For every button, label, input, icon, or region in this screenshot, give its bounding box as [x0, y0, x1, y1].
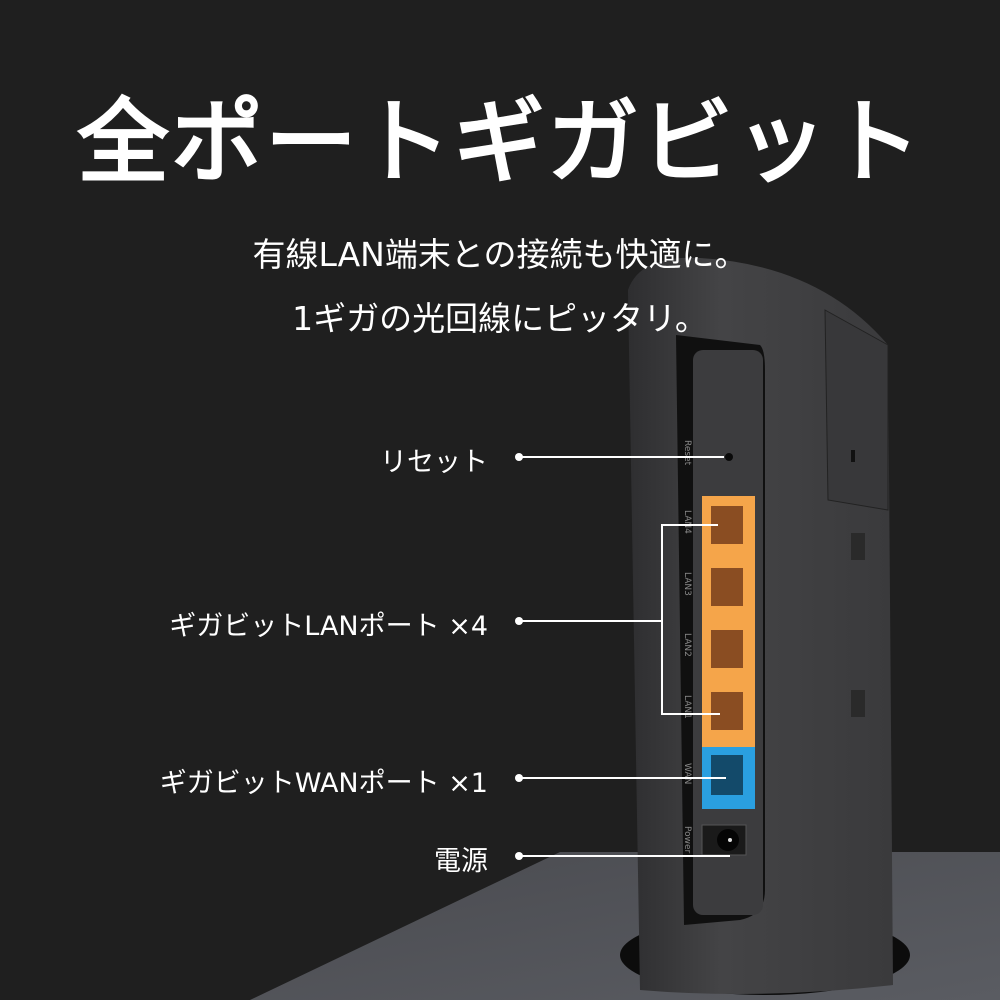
device-label-lan1: LAN1: [682, 695, 692, 719]
router-side-panel: [824, 309, 889, 511]
lan1-port: [711, 692, 743, 730]
device-label-lan2: LAN2: [682, 633, 692, 657]
callout-wan-port: ギガビットWANポート ×1: [159, 768, 488, 799]
lan-bracket: [661, 524, 720, 715]
device-label-reset: Reset: [682, 440, 692, 466]
callout-reset: リセット: [380, 447, 488, 478]
headline: 全ポートギガビット: [76, 89, 923, 196]
device-label-lan3: LAN3: [682, 572, 692, 596]
lan3-port: [711, 568, 743, 606]
subtitle-line-1: 有線LAN端末との接続も快適に。: [252, 235, 748, 274]
device-label-lan4: LAN4: [682, 510, 692, 534]
side-slot: [851, 533, 865, 560]
side-slot: [851, 690, 865, 717]
side-slot: [851, 450, 855, 462]
callout-power: 電源: [434, 846, 488, 877]
reset-hole: [725, 453, 733, 461]
device-label-power: Power: [682, 826, 692, 854]
wan-port: [711, 755, 743, 795]
callout-lan-ports: ギガビットLANポート ×4: [169, 611, 488, 642]
device-label-wan: WAN: [682, 763, 692, 784]
lan2-port: [711, 630, 743, 668]
subtitle-line-2: 1ギガの光回線にピッタリ。: [292, 299, 708, 338]
